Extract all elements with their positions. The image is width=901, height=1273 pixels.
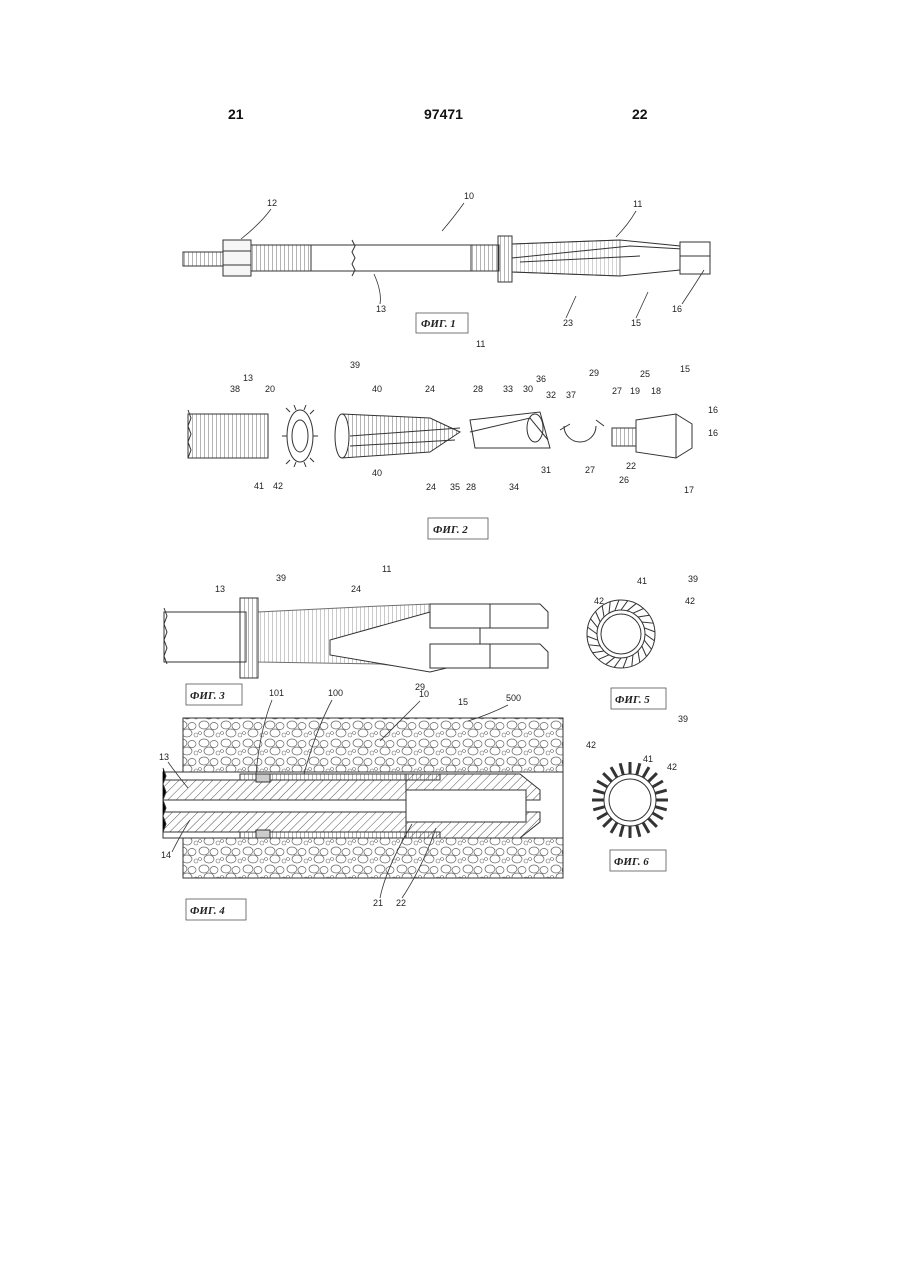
gear-tooth: [648, 818, 656, 826]
fig2-label: 40: [372, 468, 382, 478]
figure-3: [164, 598, 548, 678]
gear-tooth: [597, 781, 607, 787]
fig2-label: 24: [425, 384, 435, 394]
gear-tooth: [603, 818, 611, 826]
fig2-caption: ФИГ. 2: [433, 524, 468, 536]
gear-tooth: [653, 781, 663, 787]
figure-4: [163, 718, 563, 878]
fig2-label: 27: [612, 386, 622, 396]
fig1-label: 11: [633, 199, 642, 209]
fig2-label: 28: [473, 384, 483, 394]
fig6-label: 42: [667, 762, 677, 772]
fig1-label: 12: [267, 198, 277, 208]
fig2-label: 26: [619, 475, 629, 485]
fig2-label: 19: [630, 386, 640, 396]
gear-tooth: [655, 807, 667, 810]
fig2-label: 39: [350, 360, 360, 370]
fig2-label: 13: [243, 373, 253, 383]
fig2-label: 36: [536, 374, 546, 384]
gear-tooth: [637, 763, 640, 775]
fig5-label: 42: [685, 596, 695, 606]
fig4-label: 10: [419, 689, 429, 699]
fig4-label: 13: [159, 752, 169, 762]
fig5-label: 41: [637, 576, 647, 586]
fig2-label: 41: [254, 481, 264, 491]
fig2-label: 11: [476, 339, 485, 349]
fig3-label: 15: [458, 697, 468, 707]
fig1-label: 16: [672, 304, 682, 314]
fig2-label: 29: [589, 368, 599, 378]
fig2-label: 28: [466, 482, 476, 492]
fig3-label: 11: [382, 564, 391, 574]
fig1-caption: ФИГ. 1: [421, 318, 456, 330]
fig6-caption: ФИГ. 6: [614, 856, 649, 868]
fig2-label: 15: [680, 364, 690, 374]
fig2-label: 18: [651, 386, 661, 396]
fig4-label: 500: [506, 693, 521, 703]
fig4-label: 21: [373, 898, 383, 908]
fig2-label: 25: [640, 369, 650, 379]
fig4-label: 22: [396, 898, 406, 908]
fig2-label: 16: [708, 405, 718, 415]
fig6-label: 41: [643, 754, 653, 764]
fig1-label: 23: [563, 318, 573, 328]
gear-tooth: [593, 790, 605, 793]
fig6-label: 42: [586, 740, 596, 750]
figure-1: [183, 236, 710, 282]
fig5-caption: ФИГ. 5: [615, 694, 650, 706]
fig2-label: 22: [626, 461, 636, 471]
fig2-label: 32: [546, 390, 556, 400]
gear-tooth: [593, 807, 605, 810]
gear-tooth: [597, 813, 607, 819]
fig4-label: 101: [269, 688, 284, 698]
gear-tooth: [643, 823, 649, 833]
fig2-label: 37: [566, 390, 576, 400]
fig3-label: 24: [351, 584, 361, 594]
gear-tooth: [611, 823, 617, 833]
gear-tooth: [603, 773, 611, 781]
gear-tooth: [648, 773, 656, 781]
fig1-label: 15: [631, 318, 641, 328]
fig2-label: 40: [372, 384, 382, 394]
fig2-label: 33: [503, 384, 513, 394]
fig2-label: 42: [273, 481, 283, 491]
fig2-label: 34: [509, 482, 519, 492]
fig2-label: 38: [230, 384, 240, 394]
fig6-label: 39: [678, 714, 688, 724]
fig3-label: 39: [276, 573, 286, 583]
fig2-label: 31: [541, 465, 551, 475]
fig2-label: 20: [265, 384, 275, 394]
figure-5: [587, 600, 655, 668]
gear-tooth: [643, 767, 649, 777]
fig2-label: 24: [426, 482, 436, 492]
fig2-label: 35: [450, 482, 460, 492]
fig1-label: 13: [376, 304, 386, 314]
figure-6: [592, 762, 668, 838]
fig2-label: 27: [585, 465, 595, 475]
gear-tooth: [655, 790, 667, 793]
fig2-label: 17: [684, 485, 694, 495]
gear-tooth: [611, 767, 617, 777]
gear-tooth: [620, 825, 623, 837]
figure-2: [188, 405, 692, 467]
gear-tooth: [620, 763, 623, 775]
fig1-label: 10: [464, 191, 474, 201]
fig2-label: 16: [708, 428, 718, 438]
fig2-label: 30: [523, 384, 533, 394]
fig5-label: 42: [594, 596, 604, 606]
fig3-label: 13: [215, 584, 225, 594]
fig4-label: 14: [161, 850, 171, 860]
fig3-caption: ФИГ. 3: [190, 690, 225, 702]
fig4-caption: ФИГ. 4: [190, 905, 225, 917]
gear-tooth: [653, 813, 663, 819]
fig5-label: 39: [688, 574, 698, 584]
fig4-label: 100: [328, 688, 343, 698]
gear-tooth: [637, 825, 640, 837]
